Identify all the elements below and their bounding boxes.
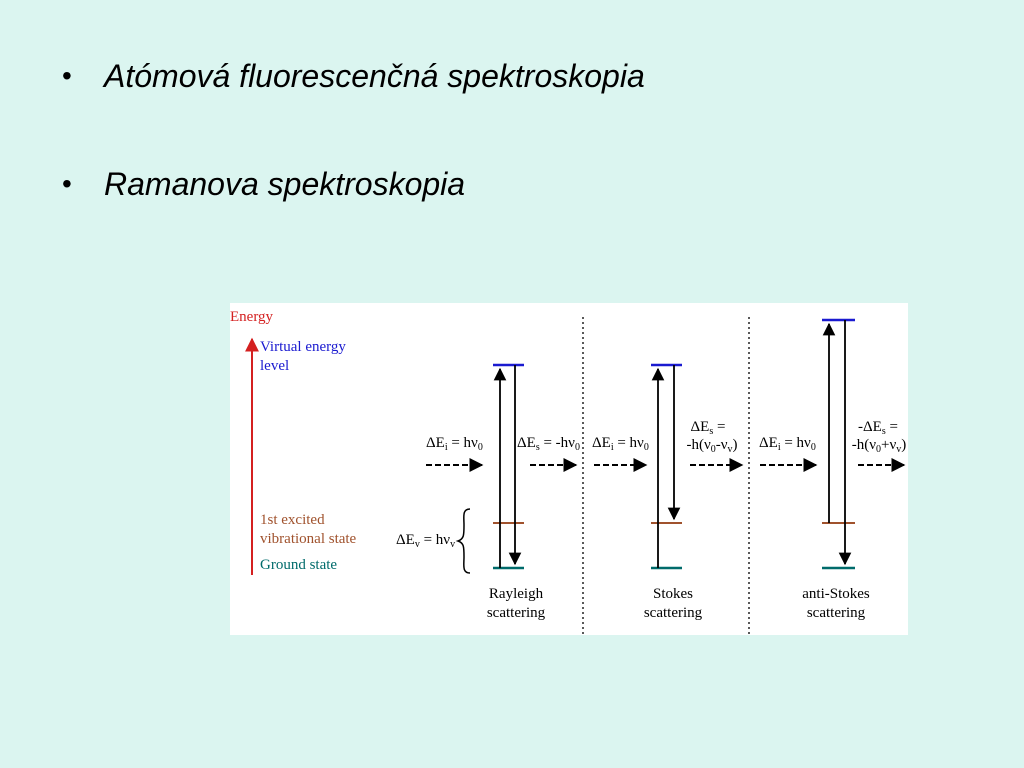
bullet-atomic-fluorescence: • Atómová fluorescenčná spektroskopia	[58, 52, 645, 100]
ground-level-label: Ground state	[260, 557, 337, 573]
bullet-text: Atómová fluorescenčná spektroskopia	[104, 58, 645, 94]
excited-level-label-2: vibrational state	[260, 531, 357, 547]
anti-stokes-title-2: scattering	[807, 605, 866, 621]
virtual-level-label-2: level	[260, 358, 289, 374]
bullet-list: • Atómová fluorescenčná spektroskopia • …	[58, 52, 645, 268]
stokes-title-1: Stokes	[653, 586, 693, 602]
brace-icon	[455, 508, 471, 574]
bullet-dot-icon: •	[62, 60, 72, 91]
stokes-panel: ΔEi = hν0 ΔEs = -h(ν0-νv) Stokes scatter…	[592, 363, 744, 621]
raman-energy-diagram: Energy Virtual energy level 1st excited …	[230, 303, 908, 635]
stokes-incident-label: ΔEi = hν0	[592, 435, 649, 453]
bullet-dot-icon: •	[62, 168, 72, 199]
rayleigh-panel: ΔEi = hν0 ΔEs = -hν0 Rayleigh scattering	[426, 363, 580, 621]
rayleigh-incident-label: ΔEi = hν0	[426, 435, 483, 453]
stokes-scattered-label-1: ΔEs =	[691, 419, 726, 437]
rayleigh-title-1: Rayleigh	[489, 586, 544, 602]
anti-stokes-incident-label: ΔEi = hν0	[759, 435, 816, 453]
excited-level-label-1: 1st excited	[260, 512, 325, 528]
rayleigh-title-2: scattering	[487, 605, 546, 621]
diagram-svg: Energy Virtual energy level 1st excited …	[230, 309, 907, 635]
virtual-level-label-1: Virtual energy	[260, 339, 346, 355]
anti-stokes-panel: ΔEi = hν0 -ΔEs = -h(ν0+νv) anti-Stokes s…	[759, 318, 907, 621]
bullet-text: Ramanova spektroskopia	[104, 166, 466, 202]
delta-ev-label: ΔEv = hνv	[396, 532, 455, 550]
energy-axis-label: Energy	[230, 309, 274, 325]
rayleigh-scattered-label: ΔEs = -hν0	[517, 435, 580, 453]
anti-stokes-scattered-label-1: -ΔEs =	[858, 419, 898, 437]
anti-stokes-title-1: anti-Stokes	[802, 586, 870, 602]
stokes-scattered-label-2: -h(ν0-νv)	[686, 437, 737, 455]
bullet-raman: • Ramanova spektroskopia	[58, 160, 645, 208]
stokes-title-2: scattering	[644, 605, 703, 621]
anti-stokes-scattered-label-2: -h(ν0+νv)	[852, 437, 907, 455]
